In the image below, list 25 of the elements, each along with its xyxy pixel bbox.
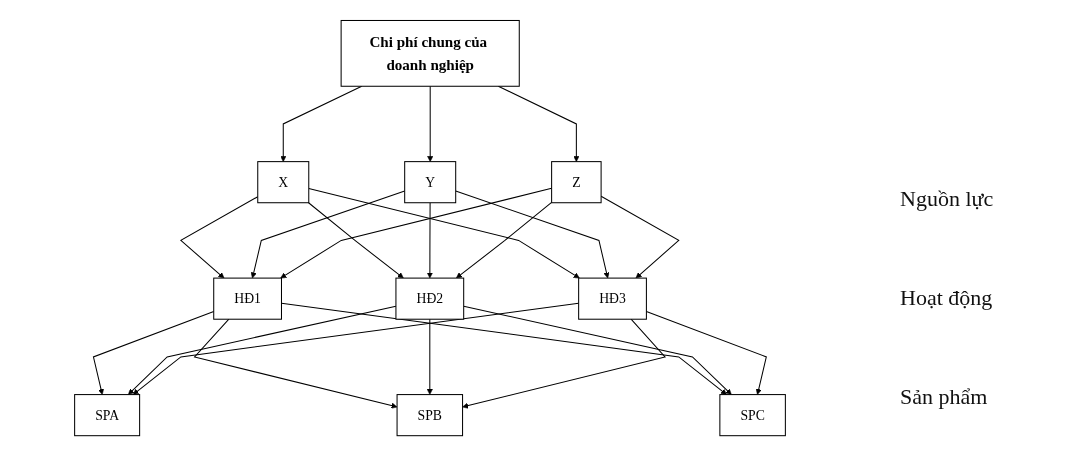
node-box: SPA [74,393,141,437]
row-label: Sản phẩm [900,383,989,410]
node-box: SPB [396,393,464,437]
row-label: Nguồn lực [900,186,995,213]
arrow [462,318,666,409]
node-box: X [257,161,310,204]
arrow [463,305,732,395]
row-label: Hoạt động [900,285,994,311]
arrow [426,202,433,279]
node-box: HĐ3 [578,277,647,320]
arrow [193,318,398,409]
arrow [427,85,434,162]
node-box: SPC [719,393,786,437]
arrow [308,187,580,279]
node-box: HĐ2 [395,277,465,320]
arrow [455,190,610,279]
node-box: Chi phí chung của doanh nghiệp [340,19,520,87]
node-box: HĐ1 [213,277,282,320]
arrow [280,187,553,279]
arrow [426,318,433,395]
arrow [308,202,404,279]
node-box: Y [404,161,457,204]
arrow [456,201,553,279]
node-box: Z [551,161,602,204]
arrow [250,190,406,279]
